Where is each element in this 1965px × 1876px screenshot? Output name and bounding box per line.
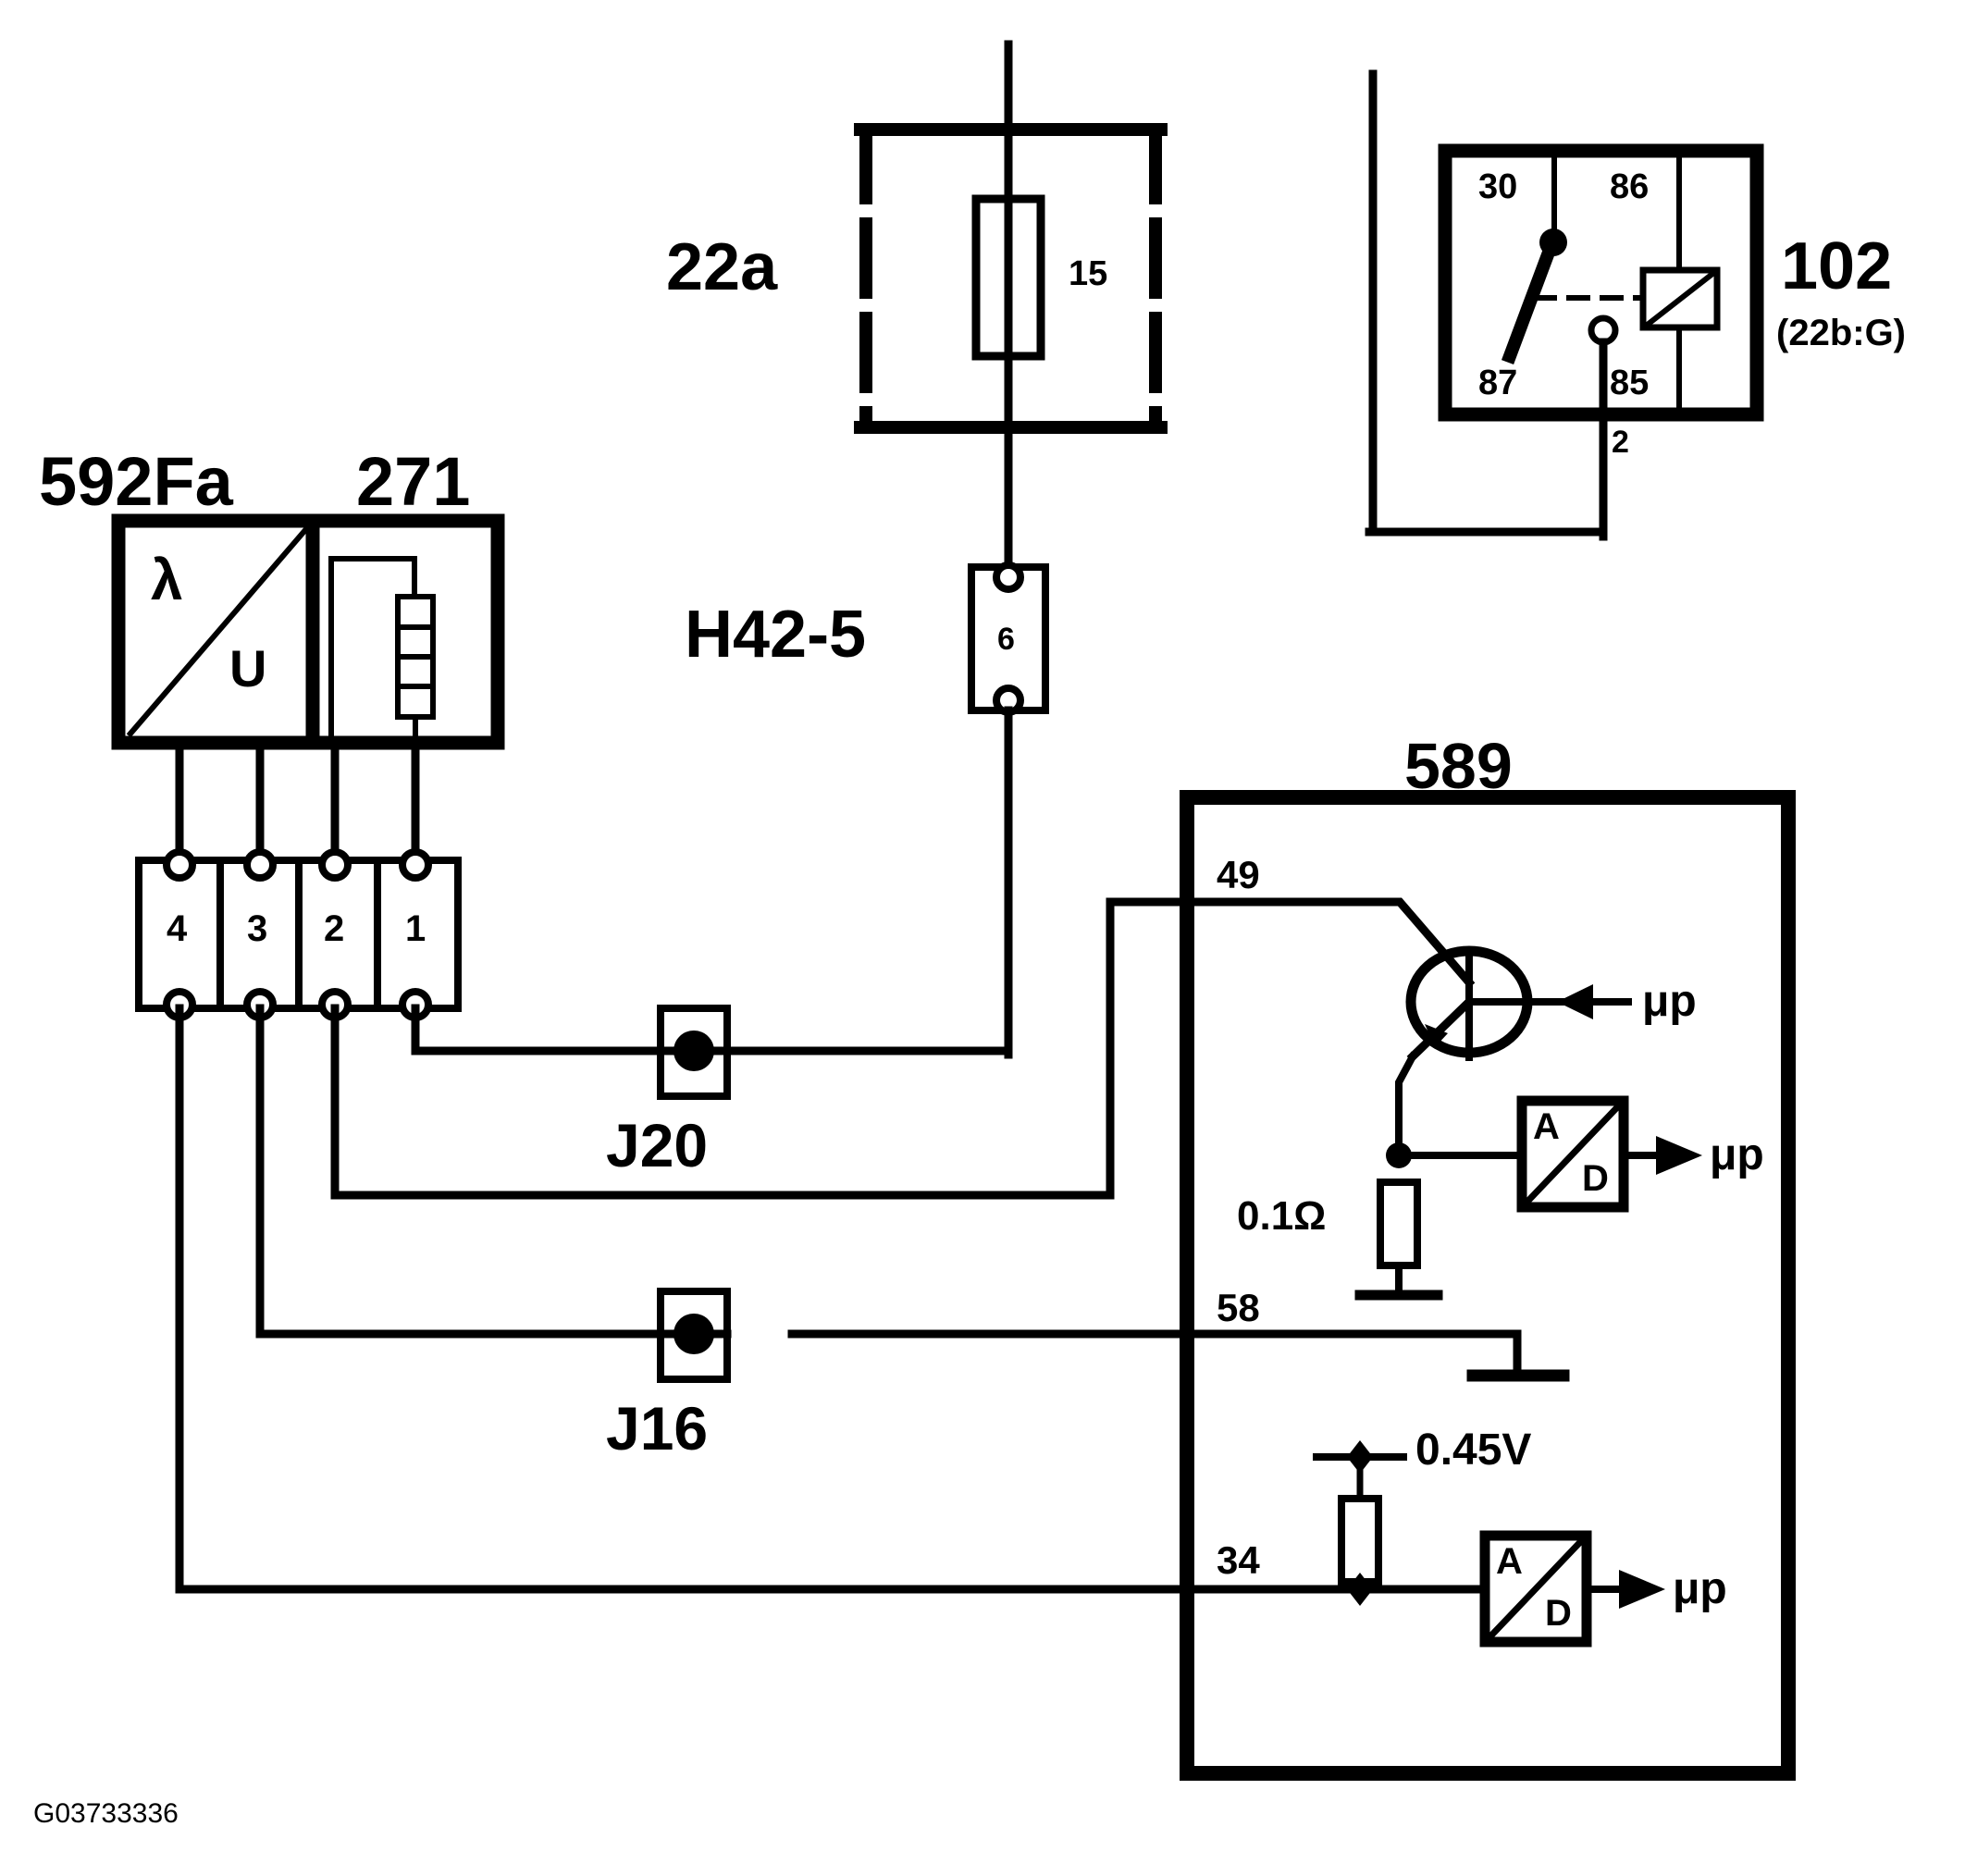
- voltage-symbol-label: U: [229, 639, 267, 697]
- relay-armature: [1501, 233, 1562, 365]
- pullup-resistor: [1338, 1495, 1382, 1586]
- wire-pin4-to-ecu34: [175, 1004, 1198, 1594]
- ad-bottom-a-label: A: [1496, 1541, 1523, 1582]
- relay-pivot: [1539, 228, 1567, 256]
- ad-top-a-label: A: [1533, 1106, 1560, 1147]
- relay-id-label: 102: [1781, 229, 1893, 303]
- ecu-pin-49-label: 49: [1217, 853, 1260, 896]
- microprocessor-label-3: μp: [1673, 1564, 1727, 1613]
- connector-pin-3-label: 3: [247, 908, 268, 949]
- ecu-pin58-internal: [1182, 1329, 1522, 1380]
- ecu-pin-58-label: 58: [1217, 1286, 1260, 1329]
- ad-converter-top-diagonal: [1522, 1101, 1624, 1207]
- ad-bottom-out-arrow: [1619, 1570, 1665, 1609]
- ecu-pin-34-label: 34: [1217, 1538, 1260, 1582]
- heater-loop: [328, 556, 417, 739]
- connector-pin1-top: [399, 848, 432, 882]
- ad-top-out-arrow: [1656, 1136, 1702, 1175]
- connector-pin-1-label: 1: [405, 908, 426, 949]
- lambda-symbol-label: λ: [151, 549, 183, 612]
- connector-pin3-top: [243, 848, 277, 882]
- relay-wire-label: 2: [1612, 425, 1629, 460]
- transistor-emitter: [1406, 995, 1476, 1063]
- transistor-emitter-arrow: [1425, 1024, 1448, 1047]
- relay-terminal-86-label: 86: [1610, 167, 1650, 206]
- wire-pin1-to-j20: [411, 1004, 706, 1055]
- wire-pin3-to-j16: [255, 1004, 706, 1339]
- fusebox-label: 22a: [666, 230, 778, 304]
- wire-pin2-to-ecu49: [330, 897, 1192, 1200]
- sensor-diagonal: [126, 525, 310, 738]
- relay-coil-diagonal: [1640, 266, 1721, 331]
- sensor-id-left-label: 592Fa: [39, 443, 233, 520]
- connector-pin-2-label: 2: [324, 908, 345, 949]
- ecu-id-label: 589: [1404, 730, 1513, 802]
- connector-pin2-top: [318, 848, 352, 882]
- relay-terminal-85-label: 85: [1610, 364, 1650, 402]
- ad-converter-bottom-diagonal: [1485, 1536, 1587, 1642]
- microprocessor-label-1: μp: [1642, 977, 1697, 1026]
- connector-pin-4-label: 4: [167, 908, 188, 949]
- h42-connector-label: H42-5: [685, 598, 867, 672]
- up-base-arrowhead: [1557, 984, 1593, 1019]
- connector-pin4-top: [163, 848, 196, 882]
- microprocessor-label-2: μp: [1710, 1130, 1764, 1179]
- fuse-rating-label: 15: [1069, 254, 1108, 293]
- drawing-number-label: G03733336: [33, 1798, 179, 1829]
- reference-voltage-label: 0.45V: [1415, 1426, 1532, 1475]
- ecu-outline: [1180, 790, 1796, 1781]
- relay-terminal-87-label: 87: [1478, 364, 1518, 402]
- j16-splice-dot: [674, 1314, 714, 1354]
- ad-bottom-d-label: D: [1545, 1593, 1572, 1634]
- h42-pin-top: [993, 562, 1024, 593]
- j20-label: J20: [606, 1111, 709, 1179]
- relay-sublabel: (22b:G): [1776, 313, 1906, 353]
- ad-top-d-label: D: [1582, 1158, 1609, 1199]
- transistor-emitter-down: [1395, 1051, 1418, 1159]
- shunt-resistor: [1377, 1179, 1421, 1269]
- shunt-resistor-label: 0.1Ω: [1237, 1193, 1327, 1239]
- j20-splice-dot: [674, 1031, 714, 1071]
- sensor-id-right-label: 271: [356, 443, 471, 520]
- relay-terminal-30-label: 30: [1478, 167, 1518, 206]
- h42-pin-label: 6: [997, 622, 1015, 657]
- j16-label: J16: [606, 1394, 709, 1463]
